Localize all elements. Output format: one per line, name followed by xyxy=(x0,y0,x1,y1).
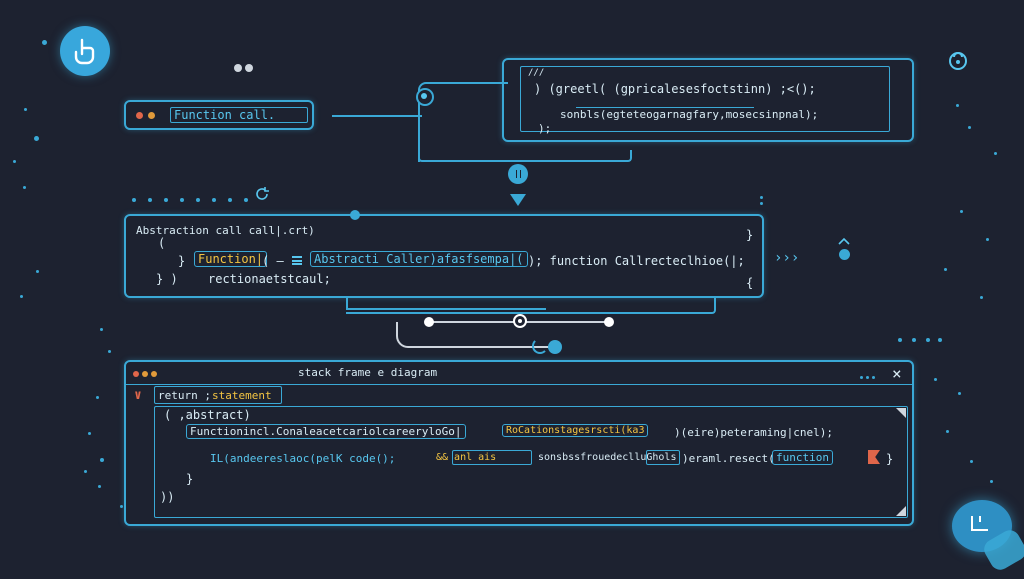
window-dot-orange xyxy=(148,112,155,119)
lock-icon[interactable] xyxy=(946,48,970,72)
abstraction-line4: rectionaetstcaul; xyxy=(208,272,331,286)
return-tab-label: return ; xyxy=(158,389,211,402)
timeline-arc xyxy=(396,322,556,348)
code-area-corner xyxy=(896,408,906,418)
window-dot-yellow xyxy=(151,371,157,377)
window-dots-menu[interactable] xyxy=(860,376,878,379)
abstract-caller-box[interactable]: Abstracti Caller)afasfsempa|( xyxy=(310,251,528,267)
abstraction-line3-mid: ( — xyxy=(262,254,284,268)
abstraction-line2: ( xyxy=(158,236,166,250)
chevron-up-icon[interactable] xyxy=(838,230,850,245)
function-keyword-box[interactable]: Function| xyxy=(194,251,268,267)
pointer-hand-icon[interactable] xyxy=(60,26,110,76)
function-keyword-box-2[interactable]: function xyxy=(772,450,833,465)
menu-lines-icon xyxy=(292,256,302,265)
stack-line2-rest: )(eire)peteraming|cnel); xyxy=(674,426,833,439)
abstraction-line3-prefix: } xyxy=(178,254,186,268)
marker-icon xyxy=(868,450,880,464)
next-arrows[interactable]: ››› xyxy=(774,250,800,266)
connector-line xyxy=(332,115,422,117)
stack-line3-start: IL(andeereslaoc(pelK code(); xyxy=(210,452,396,465)
location-stages-box[interactable]: RoCationstagesrscti(ka3 xyxy=(502,424,649,437)
top-code-panel: /// ) (greetl( (gpricalesesfoctstinn) ;<… xyxy=(502,58,914,142)
stack-line3-end: } xyxy=(886,452,894,466)
function-call-chip[interactable]: Function call. xyxy=(124,100,314,130)
status-dot xyxy=(839,249,850,260)
top-code-line3: ); xyxy=(538,122,552,135)
top-code-line2: sonbls(egteteogarnagfary,mosecsinpnal); xyxy=(560,108,819,121)
stack-line3-box[interactable]: && anl ais xyxy=(436,452,497,463)
abstraction-line1: Abstraction call call|.crt) xyxy=(136,224,315,237)
window-dot-red xyxy=(133,371,139,377)
code-area-corner-bottom xyxy=(896,506,906,516)
abstraction-line3-rest: ); function Callrecteclhioe(|; xyxy=(528,254,745,268)
stack-line3-rest: )eraml.resect( xyxy=(682,452,775,465)
connector-bottom xyxy=(418,150,632,162)
top-code-line1: ) (greetl( (gpricalesesfoctstinn) ;<(); xyxy=(534,82,816,96)
stack-frame-divider xyxy=(126,384,912,385)
statement-keyword: statement xyxy=(212,389,272,402)
stack-line1: ( ,abstract) xyxy=(164,408,251,422)
timeline-node xyxy=(548,340,562,354)
window-dot-orange xyxy=(142,371,148,377)
flow-arrow-down-icon xyxy=(510,194,526,206)
return-tab[interactable] xyxy=(154,386,282,404)
timeline-end-handle[interactable] xyxy=(604,317,614,327)
refresh-icon[interactable] xyxy=(254,186,270,202)
stack-line3-mid: sonsbssfrouedeclluGhols xyxy=(538,452,677,463)
flow-node-top xyxy=(508,164,528,184)
top-code-comment: /// xyxy=(528,68,545,78)
stack-line4: } xyxy=(186,472,194,486)
timeline-start-handle[interactable] xyxy=(424,317,434,327)
abstraction-line4-end: { xyxy=(746,276,754,290)
stack-frame-title: stack frame e diagram xyxy=(298,366,438,379)
close-icon[interactable]: × xyxy=(892,364,902,383)
window-dot-red xyxy=(136,112,143,119)
abstraction-panel: Abstraction call call|.crt) } ( } Functi… xyxy=(124,210,764,298)
abstraction-line1-end: } xyxy=(746,228,754,242)
timeline-bracket xyxy=(346,296,716,314)
panel-top-node xyxy=(350,210,360,220)
chevron-down-icon[interactable]: ∨ xyxy=(134,388,142,403)
stack-frame-panel: stack frame e diagram × ∨ return ; state… xyxy=(124,360,914,526)
abstraction-line4-prefix: } ) xyxy=(156,272,178,286)
code-area xyxy=(154,406,908,518)
connector-bracket xyxy=(418,82,508,162)
function-call-label: Function call. xyxy=(174,108,276,122)
stack-line5: )) xyxy=(160,490,175,504)
function-call-box[interactable]: Functionincl.ConaleacetcariolcareeryloGo… xyxy=(186,424,466,439)
